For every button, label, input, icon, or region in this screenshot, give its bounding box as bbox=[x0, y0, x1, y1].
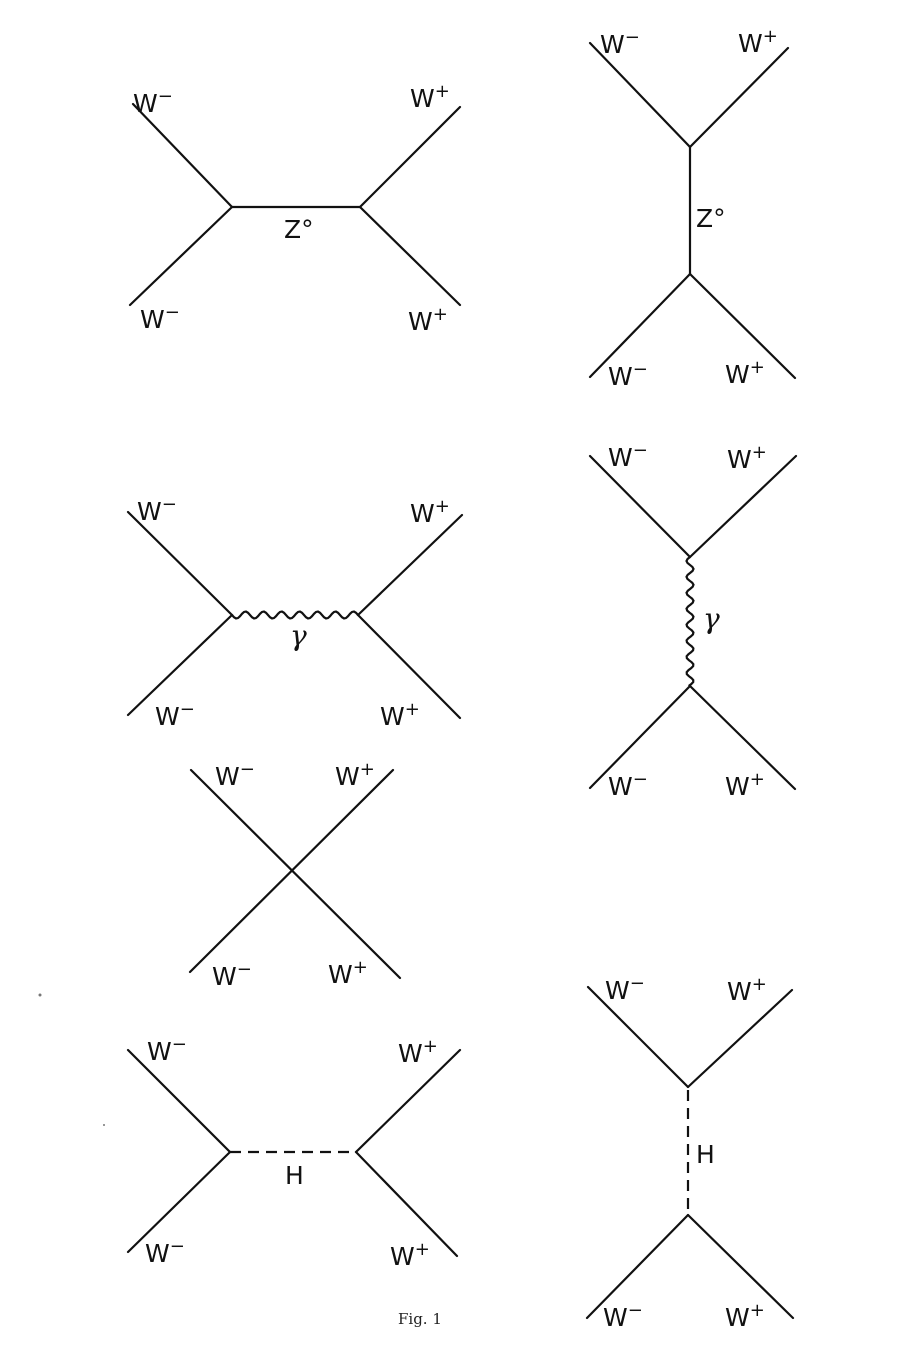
w-plus-label: W+ bbox=[727, 974, 767, 1006]
w-minus-label: W− bbox=[608, 440, 648, 472]
w-plus-label: W+ bbox=[738, 26, 778, 58]
w-minus-label: W− bbox=[600, 27, 640, 59]
diagram-higgs-exchange-vertical: W− W+ H W− W+ bbox=[585, 973, 795, 1332]
diagram-contact-quartic: W− W+ W− W+ bbox=[188, 759, 402, 991]
contact-line-2 bbox=[188, 768, 395, 974]
w-plus-label: W+ bbox=[725, 357, 765, 389]
w-minus-label: W− bbox=[145, 1236, 185, 1268]
w-plus-label: W+ bbox=[725, 769, 765, 801]
w-minus-label: W− bbox=[140, 302, 180, 334]
w-minus-leg-bottom bbox=[588, 684, 692, 790]
diagram-higgs-exchange-horizontal: W− W+ H W− W+ bbox=[126, 1034, 462, 1271]
w-plus-leg-bottom bbox=[358, 205, 462, 307]
w-plus-label: W+ bbox=[410, 81, 450, 113]
contact-line-1 bbox=[189, 768, 402, 980]
w-plus-label: W+ bbox=[727, 442, 767, 474]
w-minus-label: W− bbox=[608, 769, 648, 801]
diagram-photon-exchange-horizontal: W− W+ γ W− W+ bbox=[126, 494, 464, 731]
w-plus-leg-bottom bbox=[354, 1150, 459, 1258]
w-plus-leg-bottom bbox=[688, 272, 797, 380]
w-minus-label: W− bbox=[147, 1034, 187, 1066]
w-plus-leg-top bbox=[356, 513, 464, 617]
w-plus-leg-top bbox=[354, 1048, 462, 1154]
photon-label: γ bbox=[290, 619, 307, 652]
higgs-label: H bbox=[696, 1140, 715, 1169]
w-plus-leg-bottom bbox=[356, 613, 462, 720]
w-minus-label: W− bbox=[133, 86, 173, 118]
w-minus-leg-top bbox=[588, 41, 692, 149]
w-minus-label: W− bbox=[215, 759, 255, 791]
w-plus-leg-bottom bbox=[686, 1213, 795, 1320]
w-minus-label: W− bbox=[212, 959, 252, 991]
w-minus-label: W− bbox=[608, 359, 648, 391]
w-plus-label: W+ bbox=[390, 1239, 430, 1271]
w-minus-leg-top bbox=[126, 1048, 232, 1154]
w-minus-label: W− bbox=[155, 699, 195, 731]
scan-speck bbox=[103, 1124, 105, 1126]
scan-speck bbox=[38, 993, 42, 997]
diagram-z-exchange-vertical: W− W+ Z° W− W+ bbox=[588, 26, 797, 391]
w-minus-leg-top bbox=[586, 985, 690, 1089]
w-plus-leg-bottom bbox=[688, 684, 797, 791]
w-minus-leg-bottom bbox=[588, 272, 692, 379]
photon-propagator bbox=[685, 556, 695, 687]
diagram-z-exchange-horizontal: W− W− W+ W+ Z° bbox=[128, 81, 462, 336]
diagram-photon-exchange-vertical: W− W+ γ W− W+ bbox=[588, 440, 798, 801]
w-minus-label: W− bbox=[603, 1300, 643, 1332]
w-minus-leg-top bbox=[126, 510, 234, 617]
photon-propagator bbox=[231, 610, 359, 620]
w-plus-label: W+ bbox=[328, 957, 368, 989]
w-plus-leg-top bbox=[686, 988, 794, 1089]
higgs-label: H bbox=[285, 1161, 304, 1190]
w-minus-leg-top bbox=[588, 454, 692, 559]
w-plus-label: W+ bbox=[380, 699, 420, 731]
w-minus-leg-bottom bbox=[585, 1213, 690, 1320]
z-boson-label: Z° bbox=[284, 215, 314, 244]
w-minus-leg-bottom bbox=[126, 1150, 232, 1254]
w-plus-leg-top bbox=[688, 46, 790, 149]
w-minus-leg-bottom bbox=[126, 613, 234, 717]
figure-caption: Fig. 1 bbox=[398, 1310, 442, 1328]
w-minus-leg-top bbox=[131, 102, 234, 209]
w-plus-label: W+ bbox=[335, 759, 375, 791]
z-boson-label: Z° bbox=[696, 204, 726, 233]
w-plus-leg-top bbox=[688, 454, 798, 559]
w-minus-label: W− bbox=[605, 973, 645, 1005]
photon-label: γ bbox=[703, 602, 720, 635]
w-plus-label: W+ bbox=[398, 1036, 438, 1068]
w-plus-label: W+ bbox=[410, 496, 450, 528]
w-minus-leg-bottom bbox=[128, 205, 234, 307]
w-plus-label: W+ bbox=[408, 304, 448, 336]
w-plus-leg-top bbox=[358, 105, 462, 209]
w-plus-label: W+ bbox=[725, 1300, 765, 1332]
w-minus-label: W− bbox=[137, 494, 177, 526]
